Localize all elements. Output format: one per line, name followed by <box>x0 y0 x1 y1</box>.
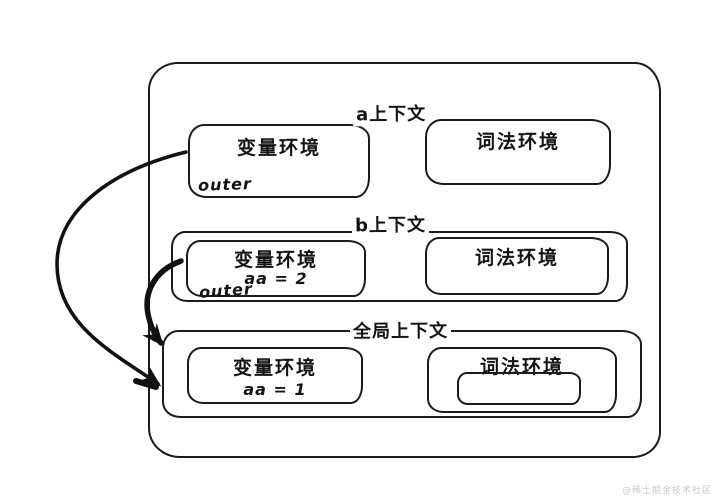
context-a-outer-label: outer <box>197 174 253 195</box>
context-b-lexical-env-box: 词法环境 <box>425 237 609 295</box>
context-a-title: a上下文 <box>352 99 430 127</box>
context-b-outer-label: outer <box>198 279 254 302</box>
global-binding: aa = 1 <box>243 380 307 399</box>
global-variable-env-box: 变量环境 aa = 1 <box>187 347 363 404</box>
watermark: @稀土掘金技术社区 <box>621 486 712 496</box>
execution-stack-container: a上下文 变量环境 outer 词法环境 b上下文 变量环境 aa = 2 ou… <box>148 62 661 458</box>
context-b-variable-env-box: 变量环境 aa = 2 outer <box>186 240 366 302</box>
context-a-variable-env-box: 变量环境 outer <box>188 124 370 198</box>
context-a-variable-env-title: 变量环境 <box>236 137 321 159</box>
context-b-lexical-env-title: 词法环境 <box>474 247 559 269</box>
context-a-lexical-env-box: 词法环境 <box>425 119 611 185</box>
global-context-box: 变量环境 aa = 1 词法环境 <box>162 330 642 418</box>
global-variable-env-title: 变量环境 <box>232 357 317 379</box>
context-b-binding: aa = 2 <box>244 269 308 288</box>
context-b-box: 变量环境 aa = 2 outer 词法环境 <box>171 231 628 302</box>
context-b-variable-env-title: 变量环境 <box>233 249 318 271</box>
context-a-lexical-env-title: 词法环境 <box>475 131 560 153</box>
global-lexical-env-inner-box <box>457 372 581 405</box>
global-lexical-env-box: 词法环境 <box>427 347 617 413</box>
global-context-title: 全局上下文 <box>349 316 452 344</box>
context-b-title: b上下文 <box>351 210 430 238</box>
